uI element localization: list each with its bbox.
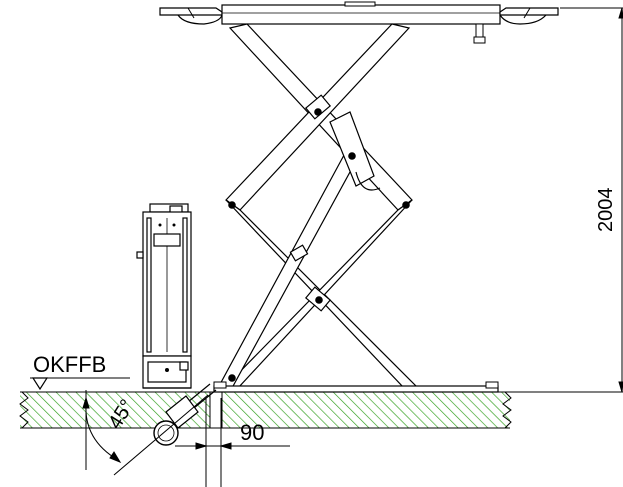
offset-arrow-left xyxy=(195,442,208,450)
pivot-pin-cylinder-top xyxy=(348,152,356,160)
floor-recess xyxy=(209,391,223,429)
floor-reference-label: OKFFB xyxy=(33,352,106,377)
angle-dimension xyxy=(82,390,209,476)
control-unit-dot-2 xyxy=(172,223,176,227)
platform-left-arm xyxy=(159,7,223,16)
drain-pipe-fitting xyxy=(165,395,199,429)
drain-pipe-outlet xyxy=(153,420,179,446)
control-unit-socket xyxy=(179,361,189,371)
base-plate xyxy=(213,385,499,393)
platform-right-arm xyxy=(499,7,559,16)
cylinder-curve xyxy=(355,171,381,191)
triangle-down-icon xyxy=(31,377,49,391)
platform-hanging-bracket xyxy=(475,23,484,39)
floor-reference xyxy=(30,377,130,391)
control-unit-dot-3 xyxy=(165,368,169,372)
height-dimension-label: 2004 xyxy=(595,188,617,233)
control-unit-left-rail xyxy=(146,217,152,353)
height-dimension xyxy=(560,7,623,393)
height-arrow-top xyxy=(618,7,623,19)
floor-break-right xyxy=(502,391,512,429)
pivot-pins xyxy=(228,108,410,382)
platform-top-cap xyxy=(344,1,376,7)
platform-left-pad xyxy=(177,14,223,25)
cylinder-mount-plate xyxy=(289,244,309,262)
lift-base xyxy=(213,381,499,393)
offset-dimension-label: 90 xyxy=(240,420,264,445)
offset-dimension xyxy=(175,398,290,487)
pivot-pin-right-middle xyxy=(402,201,410,209)
control-unit-display xyxy=(153,233,181,247)
upper-pivot-plate xyxy=(304,94,332,120)
control-unit-right-rail xyxy=(182,217,188,353)
hydraulic-cylinder-body xyxy=(216,143,363,389)
drain-pipe-edge-lower xyxy=(193,389,217,409)
pivot-pin-center-lower xyxy=(315,296,323,304)
control-unit xyxy=(136,203,192,389)
base-left-foot xyxy=(213,381,227,389)
pivot-pin-base xyxy=(228,374,236,382)
height-arrow-bottom xyxy=(618,381,623,393)
control-unit-dots xyxy=(158,223,176,372)
platform-right-detail xyxy=(523,7,531,19)
angle-arrow-top xyxy=(82,396,90,409)
platform-hanging-bolt xyxy=(473,36,486,44)
pivot-pin-center-upper xyxy=(314,108,322,116)
lift-platform xyxy=(159,1,559,44)
platform-right-pad xyxy=(499,14,547,25)
drain-pipe-edge-upper xyxy=(187,383,211,403)
control-unit-side-knob xyxy=(136,251,144,259)
platform-left-detail xyxy=(187,7,195,19)
platform-main-beam xyxy=(221,4,501,25)
angle-arrow-bottom xyxy=(109,451,122,464)
drain-pipe-outlet-inner xyxy=(157,424,175,442)
floor xyxy=(19,391,623,429)
angle-leg-diagonal xyxy=(113,394,209,476)
floor-hatch xyxy=(20,392,510,428)
drain-pipe xyxy=(153,383,217,446)
hydraulic-cylinder-rod xyxy=(329,111,375,187)
floor-break-left xyxy=(19,391,29,429)
offset-arrow-right xyxy=(219,442,232,450)
base-right-foot xyxy=(485,381,499,389)
scissor-mechanism xyxy=(216,23,420,389)
control-unit-dot-1 xyxy=(158,223,162,227)
pivot-pin-left-middle xyxy=(228,201,236,209)
